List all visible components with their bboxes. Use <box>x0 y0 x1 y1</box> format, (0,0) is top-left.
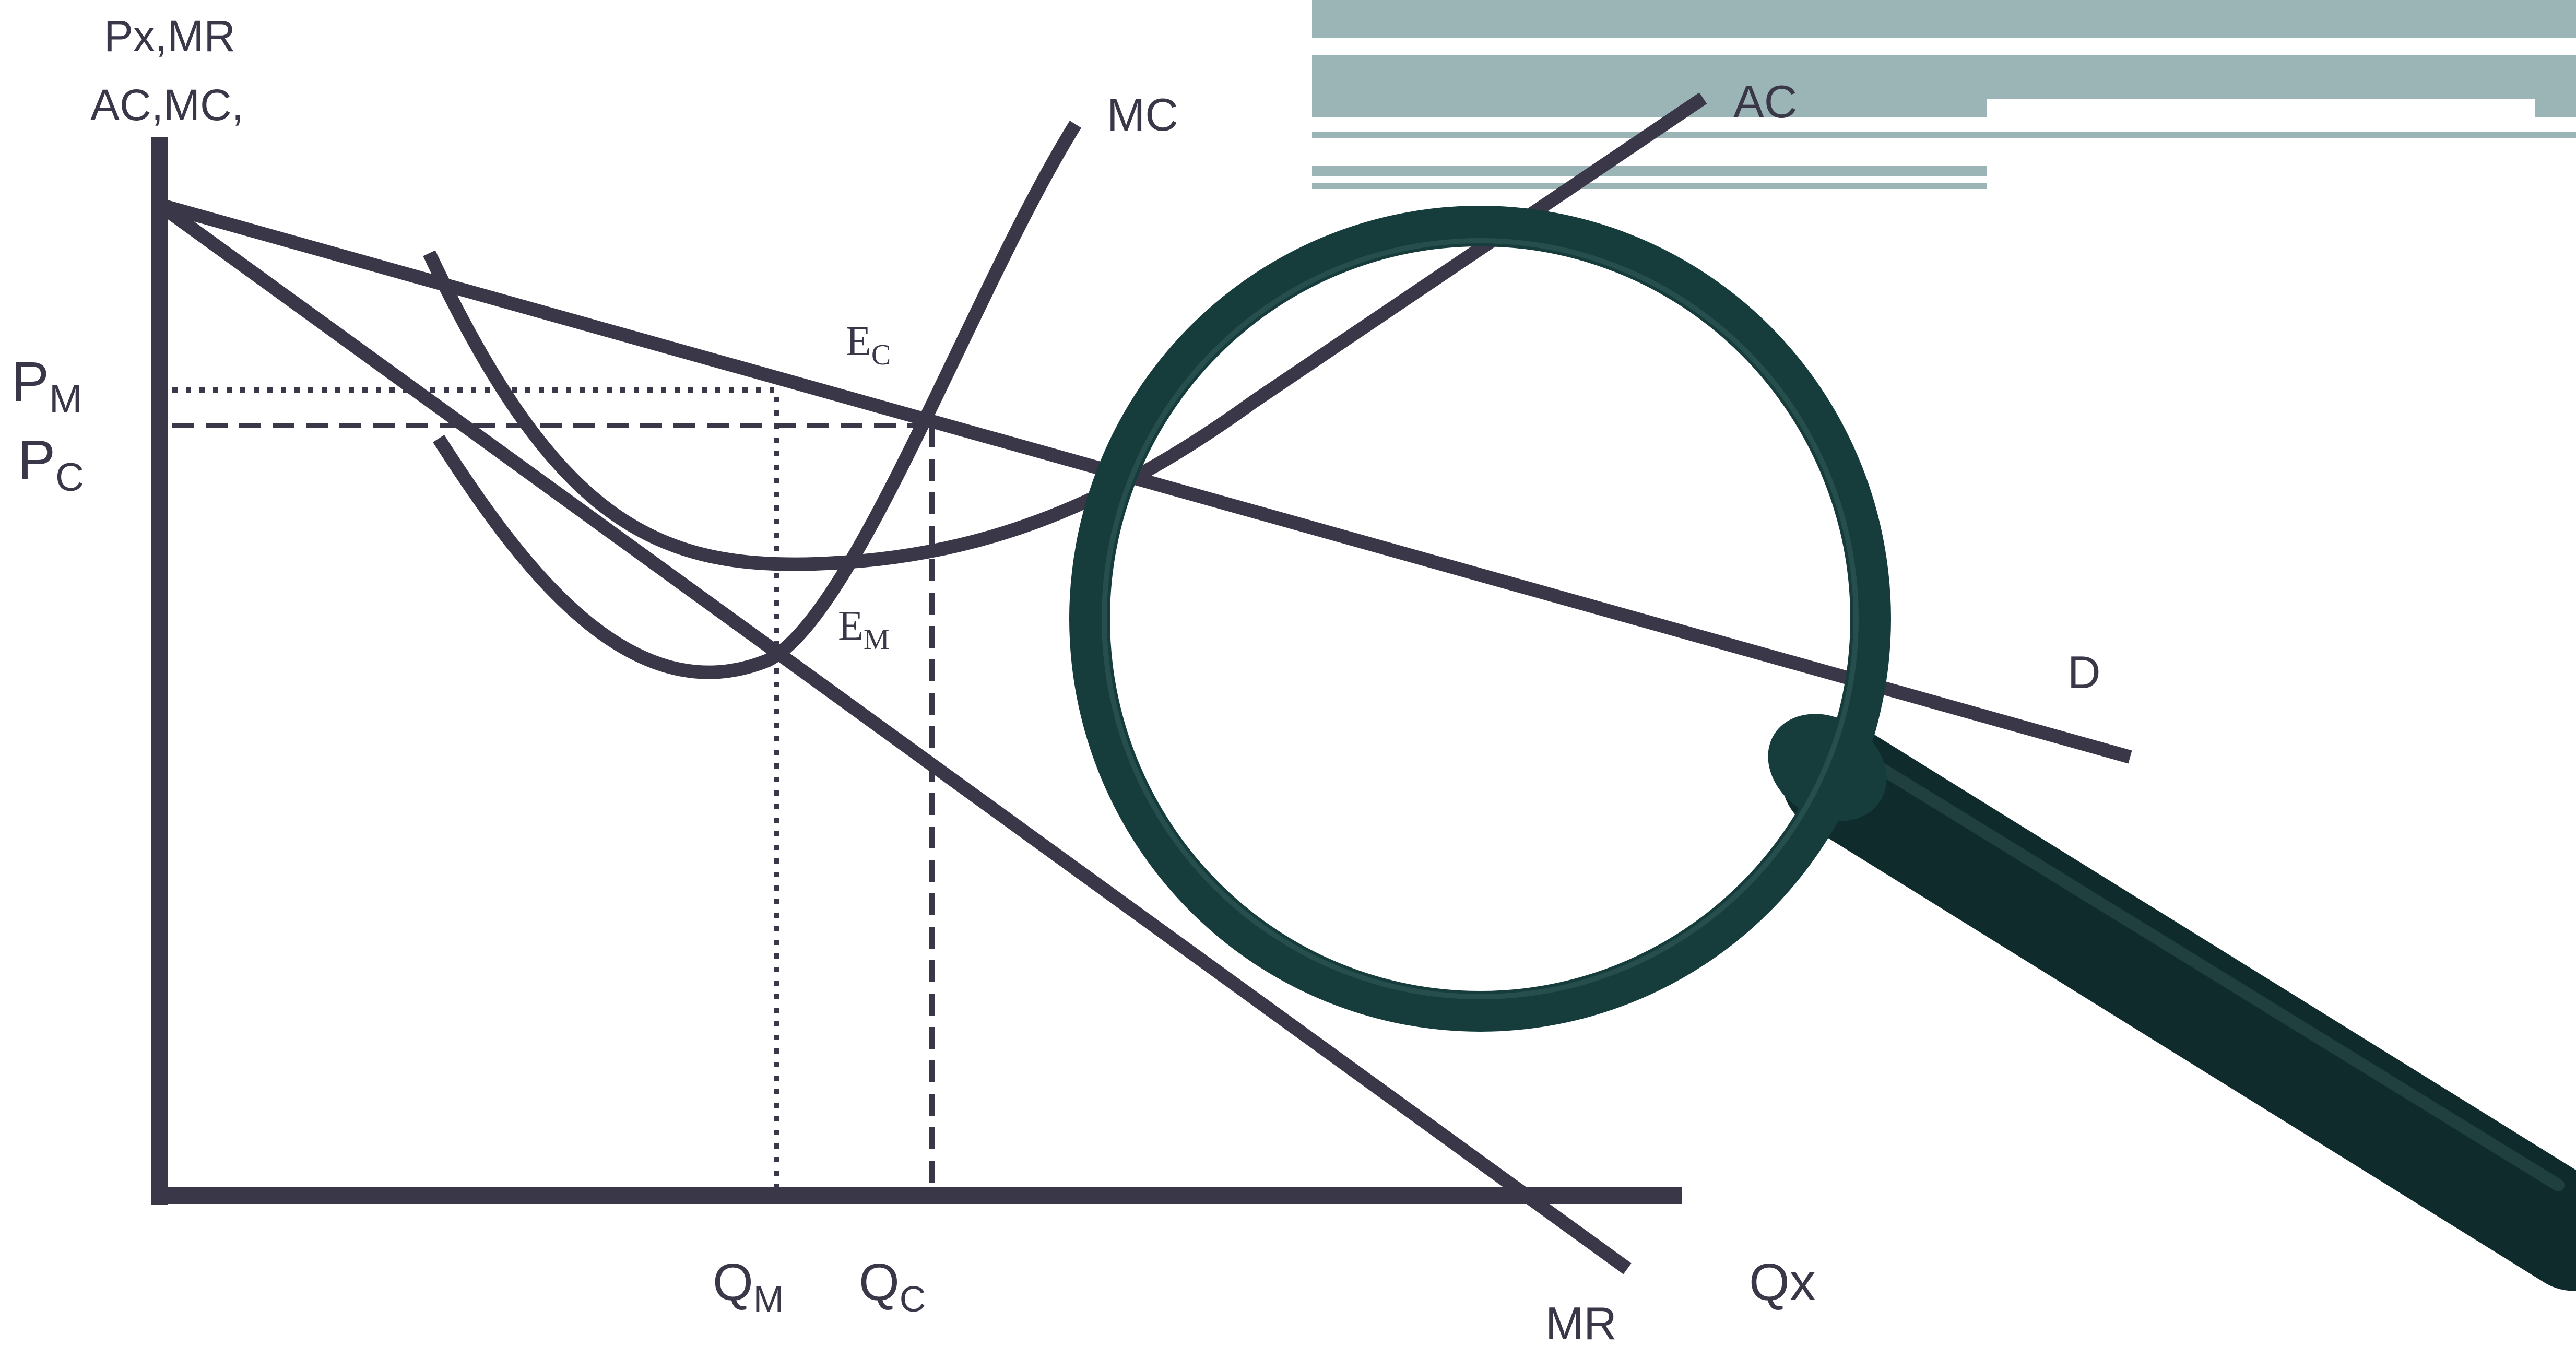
magnifier-lens-rim-shine <box>1102 238 1859 999</box>
magnifier-handle <box>1781 722 2576 1291</box>
x-axis-label: Qx <box>1749 1253 1816 1312</box>
banner-stripe <box>1312 0 2576 38</box>
em-point-label: EM <box>838 603 890 656</box>
marginal-cost-curve <box>433 121 1082 679</box>
ec-point-label: EC <box>846 318 891 371</box>
magnifier-lens-rim <box>1069 206 1891 1032</box>
marginal-revenue-curve <box>155 199 1632 1274</box>
pm-price-label: PM <box>11 350 82 421</box>
magnifier-handle-highlight <box>1873 761 2565 1191</box>
mc-curve-label: MC <box>1107 89 1178 140</box>
ac-curve-label: AC <box>1733 76 1797 127</box>
demand-curve <box>157 198 2132 764</box>
mr-curve-label: MR <box>1545 1297 1617 1346</box>
d-curve-label: D <box>2067 646 2101 698</box>
y-axis-label-line2: AC,MC, <box>90 80 244 129</box>
decorative-banner <box>1312 0 2576 189</box>
banner-white-notch <box>1987 99 2535 117</box>
qc-quantity-label: QC <box>859 1253 926 1319</box>
banner-white-bar <box>1312 38 2361 55</box>
banner-thin-line <box>1312 183 1987 189</box>
magnifying-glass-icon <box>1069 206 2576 1291</box>
y-axis-label-line1: Px,MR <box>104 11 235 61</box>
qm-quantity-label: QM <box>713 1253 784 1319</box>
banner-thin-line <box>1312 132 2576 138</box>
pc-price-label: PC <box>18 428 84 500</box>
banner-thin-line <box>1312 166 1987 176</box>
